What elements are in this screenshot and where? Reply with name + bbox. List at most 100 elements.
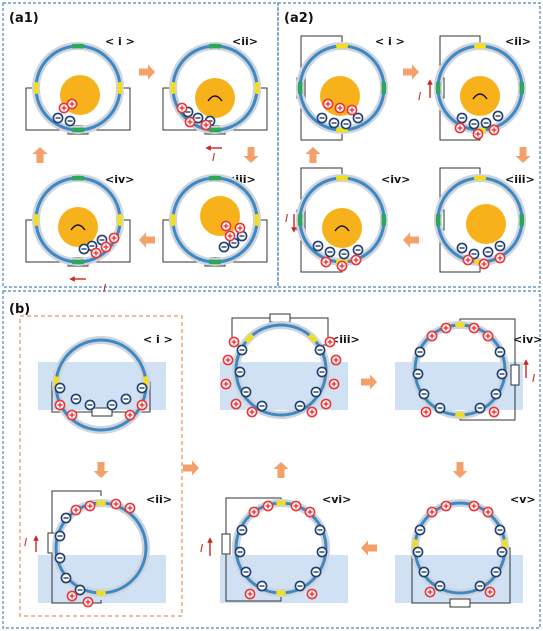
positive-charge [110,498,122,510]
a2-step-i-label: < i > [375,35,405,48]
negative-charge [54,552,66,564]
positive-charge [220,378,232,390]
load-resistor [510,364,520,386]
circuit-wire [88,219,131,263]
rotating-ball [460,76,500,116]
circuit-wire [225,554,282,602]
circuit-wire [290,317,329,346]
negative-charge [328,117,340,129]
negative-charge [316,546,328,558]
a2-ii-current-label: I [418,90,421,103]
negative-charge [218,241,230,253]
negative-charge [414,346,426,358]
panel-b-step1-highlight [19,315,183,617]
negative-charge [492,110,504,122]
negative-charge [74,584,86,596]
negative-charge [494,524,506,536]
yellow-electrode [244,333,255,344]
b-step-iv-label: <iv> [513,333,542,346]
rotating-ball [195,78,235,118]
circuit-wire [51,553,102,604]
circuit-wire [88,87,131,131]
b-ii-current-label: I [24,536,27,549]
positive-charge [176,102,188,114]
positive-charge [440,322,452,334]
positive-charge [224,230,236,242]
positive-charge [346,104,358,116]
positive-charge [262,500,274,512]
positive-charge [244,588,256,600]
b-step-ii-label: <ii> [146,493,172,506]
process-arrow [139,232,155,248]
negative-charge [324,246,336,258]
negative-charge [412,546,424,558]
circuit-wire [225,219,268,263]
process-arrow [452,462,468,478]
negative-charge [418,566,430,578]
circuit-wire [300,167,343,210]
positive-charge [230,398,242,410]
process-arrow [32,147,48,163]
positive-charge [290,500,302,512]
circuit-wire [300,98,343,141]
negative-charge [352,112,364,124]
negative-charge [474,402,486,414]
negative-charge [60,572,72,584]
positive-charge [330,354,342,366]
positive-charge [468,322,480,334]
positive-charge [488,124,500,136]
positive-charge [66,590,78,602]
negative-charge [352,244,364,256]
negative-charge [494,240,506,252]
positive-charge [328,378,340,390]
b-step-iii-label: <iii> [330,333,360,346]
negative-charge [314,344,326,356]
panel-b-frame [2,290,541,629]
positive-charge [184,116,196,128]
rotation-indicator [472,93,488,100]
process-arrow [515,147,531,163]
negative-charge [70,393,82,405]
rotation-indicator [207,95,223,102]
negative-charge [316,112,328,124]
circuit-wire [162,87,205,131]
process-arrow [305,147,321,163]
negative-charge [482,246,494,258]
negative-charge [234,366,246,378]
negative-charge [54,530,66,542]
positive-charge [54,399,66,411]
rotation-indicator [334,225,350,232]
process-arrow [273,462,289,478]
negative-charge [256,400,268,412]
positive-charge [124,502,136,514]
positive-charge [462,254,474,266]
load-resistor [221,533,231,555]
negative-charge [474,580,486,592]
circuit-wire [162,219,205,263]
positive-charge [484,586,496,598]
negative-charge [338,248,350,260]
load-resistor [269,313,291,323]
positive-charge [200,119,212,131]
negative-charge [54,382,66,394]
a2-step-ii-label: <ii> [505,35,531,48]
negative-charge [236,524,248,536]
panel-b-label: (b) [9,302,30,317]
process-arrow [361,374,377,390]
rotating-ball [466,204,506,244]
circuit-wire [439,35,481,78]
negative-charge [236,344,248,356]
negative-charge [490,388,502,400]
negative-charge [456,112,468,124]
rotation-indicator [70,224,86,231]
process-arrow [93,462,109,478]
negative-charge [294,400,306,412]
negative-charge [340,118,352,130]
positive-charge [322,98,334,110]
negative-charge [468,118,480,130]
negative-charge [52,112,64,124]
negative-charge [240,566,252,578]
a1-ii-current-label: I [212,151,215,164]
positive-charge [454,122,466,134]
positive-charge [100,241,112,253]
